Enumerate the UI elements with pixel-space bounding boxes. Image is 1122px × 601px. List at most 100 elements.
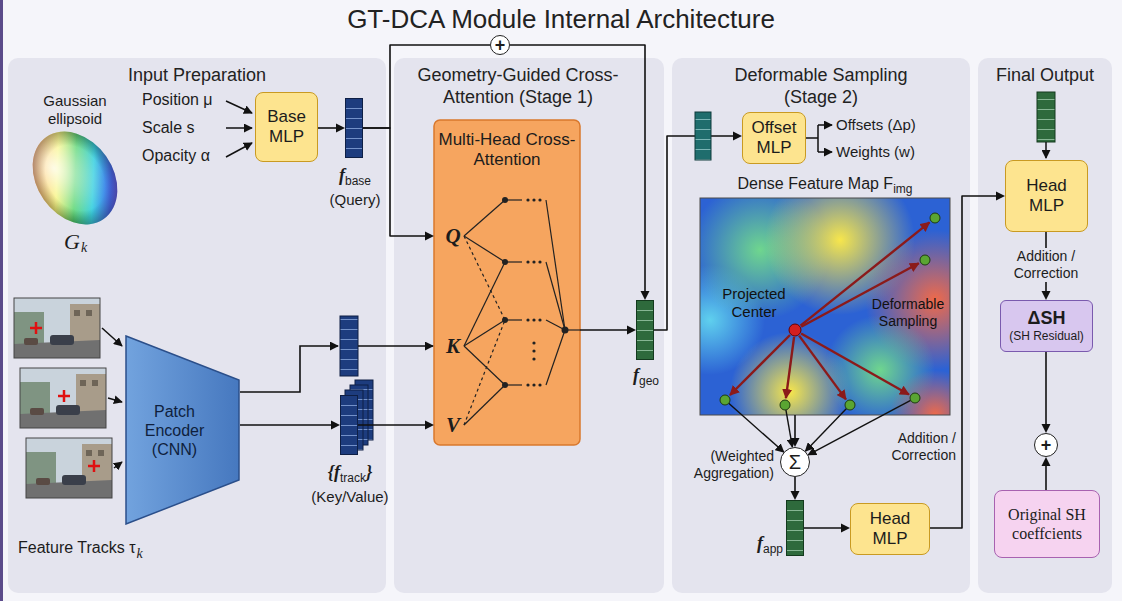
dense-feature-heatmap bbox=[700, 198, 950, 415]
gaussian-ellipsoid bbox=[15, 115, 135, 241]
arrow-head bbox=[733, 132, 742, 141]
attention-network bbox=[532, 357, 535, 360]
feature-track-frames bbox=[30, 322, 100, 472]
dense-feature-heatmap bbox=[700, 198, 950, 415]
offset-arrows bbox=[818, 124, 832, 126]
text-stack: + bbox=[1035, 436, 1057, 454]
connector-line bbox=[654, 136, 734, 330]
coefficient-box: Original SH coeffcients bbox=[994, 490, 1100, 558]
attribute-label: Position μ bbox=[142, 90, 213, 110]
key-vector-stack bbox=[340, 316, 358, 376]
aggregation-lines bbox=[729, 400, 911, 455]
sampling-arrows bbox=[801, 334, 909, 395]
connector bbox=[580, 326, 636, 335]
arrow-head bbox=[996, 192, 1005, 201]
attention-network bbox=[464, 236, 505, 320]
connector-line bbox=[1045, 465, 1047, 490]
arrow-head bbox=[627, 326, 636, 335]
attention-network bbox=[502, 197, 508, 203]
node-text: Multi-Head Cross-Attention bbox=[438, 130, 576, 170]
attention-network bbox=[532, 198, 535, 201]
sampling-arrows bbox=[730, 335, 790, 395]
attention-network bbox=[538, 198, 541, 201]
attention-network bbox=[464, 320, 505, 425]
mlp-box: Head MLP bbox=[850, 503, 930, 555]
node-text: base bbox=[345, 174, 371, 188]
node-text: Σ bbox=[781, 451, 809, 473]
panel-grounds bbox=[978, 58, 1112, 593]
attention-network bbox=[538, 318, 541, 321]
sampling-arrows bbox=[786, 337, 794, 398]
sample-points bbox=[780, 400, 790, 410]
attention-network bbox=[562, 327, 569, 334]
output-label: Offsets (Δp) bbox=[836, 116, 916, 134]
mlp-box: Base MLP bbox=[255, 92, 318, 162]
connector-line bbox=[363, 128, 426, 236]
attribute-arrows bbox=[226, 101, 252, 113]
feature-track-frames bbox=[14, 298, 112, 498]
connector-line bbox=[240, 424, 332, 426]
connector-line bbox=[794, 477, 796, 492]
node-text: f bbox=[339, 165, 345, 185]
encoder-outline bbox=[126, 336, 239, 524]
math-subscript: k bbox=[81, 240, 87, 256]
frame-line bbox=[0, 0, 3, 601]
illustration-label: Feature Tracks τ bbox=[18, 538, 135, 558]
text-stack: Original SH coeffcients bbox=[995, 505, 1099, 543]
arrow-head bbox=[791, 491, 800, 500]
connector-line bbox=[363, 45, 490, 128]
attention-network bbox=[502, 259, 508, 265]
connector bbox=[804, 524, 850, 533]
feature-vector: fbase(Query) bbox=[345, 98, 363, 158]
attention-network bbox=[434, 120, 580, 445]
feature-track-frames bbox=[35, 322, 38, 334]
node-text: Original SH coeffcients bbox=[1000, 505, 1094, 543]
residual-box: ΔSH(SH Residual) bbox=[1000, 300, 1093, 352]
dense-feature-heatmap bbox=[825, 315, 935, 415]
sum-node: + bbox=[1034, 433, 1058, 457]
text-stack: Head MLP bbox=[1006, 176, 1087, 216]
frame-arrows bbox=[102, 328, 122, 468]
attention-network bbox=[464, 320, 505, 346]
attention-network bbox=[502, 317, 508, 323]
node-text: app bbox=[763, 542, 783, 556]
connector bbox=[1042, 457, 1051, 490]
node-text: } bbox=[366, 462, 372, 482]
node-text: Dense Feature Map F bbox=[738, 175, 894, 192]
sum-node: Σ bbox=[780, 447, 810, 477]
attention-network bbox=[502, 197, 569, 388]
stage-panel: Geometry-Guided Cross-Attention (Stage 1… bbox=[394, 58, 664, 593]
attention-network bbox=[538, 383, 541, 386]
aggregation-lines bbox=[786, 410, 793, 447]
node-text: geo bbox=[639, 374, 659, 388]
node-text: + bbox=[491, 36, 509, 54]
operation-note: Addition / Correction bbox=[872, 430, 956, 464]
attention-network bbox=[464, 346, 505, 385]
connector-line bbox=[804, 527, 842, 529]
sample-points bbox=[789, 324, 801, 336]
text-caption: Dense Feature Map Fimg bbox=[700, 174, 950, 199]
node-text: ΔSH bbox=[1006, 308, 1087, 329]
feature-vector: fgeo bbox=[636, 300, 654, 360]
frame-arrows bbox=[108, 398, 122, 402]
offset-arrows bbox=[818, 151, 832, 153]
attention-network bbox=[546, 330, 565, 385]
key-arrows bbox=[240, 346, 433, 392]
text-caption: fgeo bbox=[615, 365, 677, 391]
residual-add: + bbox=[490, 35, 510, 55]
offset-arrows bbox=[817, 125, 819, 152]
sample-points bbox=[720, 395, 730, 405]
feature-track-frames bbox=[26, 438, 112, 498]
attention-network bbox=[434, 120, 580, 445]
connector bbox=[791, 477, 800, 500]
attention-network bbox=[532, 318, 535, 321]
stage-panel: Deformable Sampling (Stage 2)Offset MLPD… bbox=[672, 58, 970, 593]
port-label: V bbox=[442, 413, 464, 437]
sample-points bbox=[930, 213, 940, 223]
attribute-label: Scale s bbox=[142, 118, 194, 138]
encoder-trapezoid: Patch Encoder (CNN) bbox=[125, 335, 240, 525]
node-text: img bbox=[893, 182, 912, 196]
output-vector bbox=[1037, 92, 1055, 142]
gaussian-ellipsoid bbox=[15, 115, 135, 241]
